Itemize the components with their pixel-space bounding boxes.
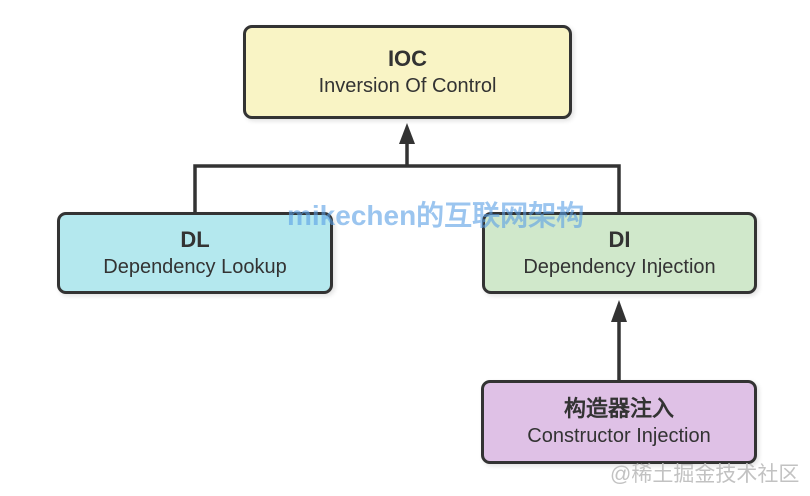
edge-dl-di-branch: [193, 164, 621, 212]
node-ci-title: 构造器注入: [563, 395, 674, 421]
arrowhead-to-di: [611, 300, 627, 322]
node-ci-subtitle: Constructor Injection: [527, 425, 711, 448]
node-ioc-title: IOC: [387, 45, 428, 71]
node-di: DI Dependency Injection: [482, 212, 757, 294]
node-dl: DL Dependency Lookup: [57, 212, 333, 294]
arrowhead-to-ioc: [399, 123, 415, 144]
node-dl-subtitle: Dependency Lookup: [103, 256, 287, 279]
node-constructor-injection: 构造器注入 Constructor Injection: [481, 380, 757, 464]
node-di-title: DI: [608, 226, 631, 252]
node-ioc-subtitle: Inversion Of Control: [318, 75, 497, 98]
node-dl-title: DL: [180, 226, 210, 252]
node-di-subtitle: Dependency Injection: [523, 256, 716, 279]
node-ioc: IOC Inversion Of Control: [243, 25, 572, 119]
